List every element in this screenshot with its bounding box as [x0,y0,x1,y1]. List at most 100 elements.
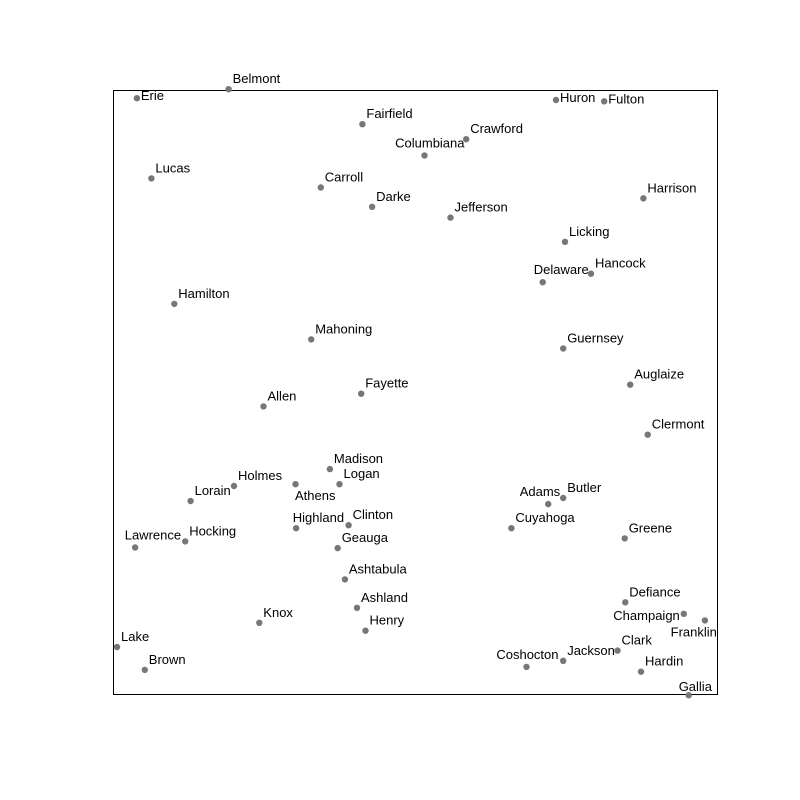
point-label: Hocking [189,523,236,538]
data-point [587,270,595,277]
point-label: Erie [141,88,164,103]
data-point [685,692,692,699]
point-label: Fayette [365,376,408,391]
data-point [627,381,634,388]
data-point [358,390,365,397]
point-label: Cuyahoga [515,510,575,525]
point-label: Butler [567,480,602,495]
data-point [614,647,621,654]
data-point [292,481,299,488]
data-point [560,345,567,352]
point-label: Knox [263,605,293,620]
point-label: Greene [629,520,672,535]
point-label: Brown [149,652,186,667]
point-label: Mahoning [315,321,372,336]
point-label: Clermont [652,417,705,432]
data-point [353,604,361,611]
data-point [561,238,569,245]
point-label: Clark [622,633,653,648]
point-label: Columbiana [395,136,465,151]
point-label: Gallia [679,679,713,694]
point-label: Coshocton [496,647,558,662]
data-point [644,431,651,438]
data-point [341,576,349,583]
data-point [640,195,647,202]
point-label: Darke [376,189,411,204]
point-label: Jackson [567,643,615,658]
point-label: Geauga [342,530,389,545]
point-label: Defiance [629,584,680,599]
data-point [680,610,687,617]
data-point [545,500,552,508]
data-point [359,121,366,128]
data-point [131,544,139,551]
data-point [182,538,189,545]
plot-frame [113,90,718,695]
data-point [552,96,560,104]
data-point [362,627,369,634]
data-point [260,403,267,410]
point-label: Hamilton [178,286,229,301]
data-point [113,643,121,651]
point-label: Delaware [534,262,589,277]
point-label: Fairfield [366,106,412,121]
point-label: Allen [268,388,297,403]
point-label: Guernsey [567,331,624,346]
point-label: Highland [293,510,344,525]
point-label: Champaign [613,608,680,623]
data-point [133,95,141,102]
data-point [701,617,709,624]
point-label: Lucas [155,160,190,175]
point-label: Ashtabula [349,561,408,576]
point-label: Athens [295,488,336,503]
data-point [637,668,645,675]
point-label: Hancock [595,256,646,271]
data-point [308,336,315,343]
data-point [141,666,148,674]
point-label: Carroll [325,170,363,185]
data-point [539,279,546,286]
point-label: Logan [344,466,380,481]
data-point [336,481,343,488]
point-label: Holmes [238,468,283,483]
data-point [523,663,530,671]
data-point [230,482,238,490]
point-label: Clinton [353,507,393,522]
point-label: Madison [334,451,383,466]
data-point [148,175,155,182]
data-point [421,152,428,159]
point-label: Licking [569,224,609,239]
point-label: Lake [121,629,149,644]
data-point [368,203,376,210]
data-point [560,494,567,502]
data-point [187,497,194,505]
data-point [292,525,300,532]
point-label: Crawford [470,121,523,136]
data-point [447,214,454,221]
point-label: Auglaize [634,367,684,382]
point-label: Hardin [645,654,683,669]
data-point [622,599,629,606]
point-label: Belmont [233,71,281,86]
point-label: Lawrence [125,528,181,543]
data-point [317,184,324,191]
data-point [326,465,334,473]
data-point [256,619,263,626]
point-label: Adams [520,484,561,499]
data-point [345,522,352,529]
point-label: Henry [370,613,405,628]
point-label: Jefferson [455,200,508,215]
data-point [463,136,470,143]
point-label: Huron [560,90,595,105]
data-point [621,535,628,542]
point-label: Lorain [195,483,231,498]
point-label: Harrison [647,180,696,195]
data-point [171,300,178,308]
data-point [560,657,567,664]
data-point [225,86,232,93]
data-point [334,544,341,552]
point-label: Ashland [361,590,408,605]
data-point [601,98,608,105]
